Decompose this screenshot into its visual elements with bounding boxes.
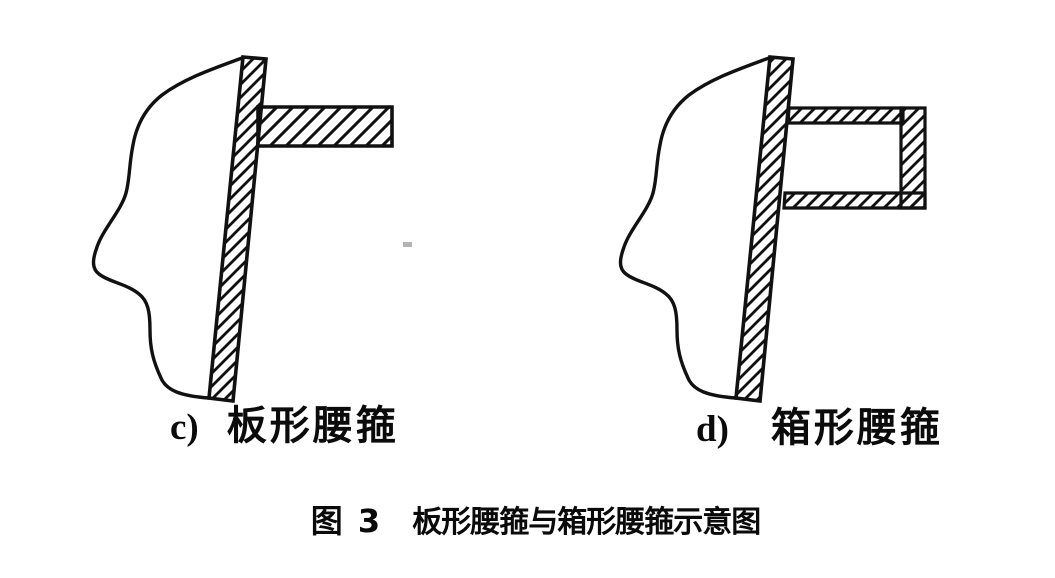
figure-caption-text: 板形腰箍与箱形腰箍示意图 (412, 505, 761, 540)
panel-d-box-bottom-wall (782, 191, 927, 210)
panel-c-shell-outline (91, 56, 244, 400)
figure-caption: 图 3 板形腰箍与箱形腰箍示意图 (8, 504, 1055, 540)
panel-d-label: d) 箱形腰箍 (696, 408, 943, 450)
panel-d-text: 箱形腰箍 (770, 405, 943, 451)
panel-d-tag: d) (696, 409, 729, 450)
panel-d-drawing (618, 55, 927, 404)
panel-d-box-top-wall (786, 106, 905, 125)
figure-caption-number: 图 3 (310, 502, 383, 540)
panel-c-drawing (91, 55, 394, 404)
panel-c-skin-plate (207, 55, 268, 404)
panel-d-shell-outline (618, 56, 771, 400)
panel-c-plate-bar (256, 105, 394, 148)
panel-c-tag: c) (170, 407, 199, 448)
panel-c-label: c) 板形腰箍 (170, 406, 399, 448)
panel-d-skin-plate (734, 55, 795, 404)
scan-speck (403, 242, 412, 247)
panel-c-text: 板形腰箍 (226, 403, 399, 449)
